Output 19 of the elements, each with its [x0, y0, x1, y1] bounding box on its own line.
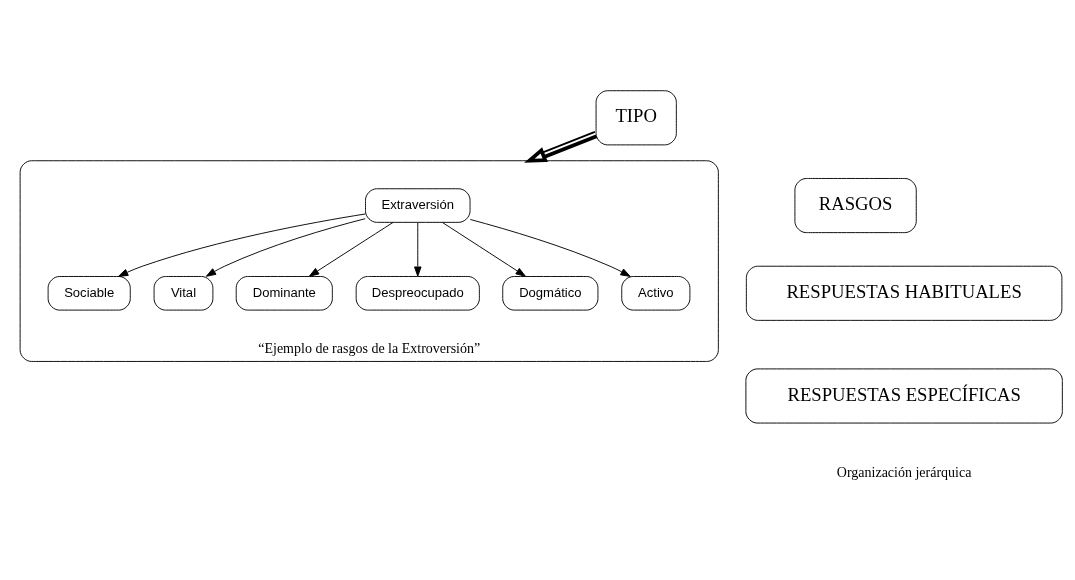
node-box: TIPO: [595, 89, 677, 145]
arrow: [414, 221, 422, 277]
arrow: [205, 217, 366, 277]
arrow: [308, 221, 394, 277]
node-box: Despreocupado: [355, 275, 480, 311]
node-box: Vital: [153, 275, 214, 311]
node-box: Extraversión: [365, 187, 471, 223]
label: Organización jerárquica: [836, 464, 972, 480]
node-box: Sociable: [47, 275, 131, 311]
arrow: [469, 218, 631, 277]
node-box: Dogmático: [502, 275, 599, 311]
arrow: [441, 221, 526, 277]
node-box: Activo: [621, 275, 691, 311]
arrow: [118, 212, 366, 277]
node-box: RESPUESTAS ESPECÍFICAS: [745, 367, 1063, 424]
node-box: RESPUESTAS HABITUALES: [745, 265, 1063, 321]
node-box: Dominante: [235, 275, 333, 311]
arrow: [524, 130, 598, 163]
node-box: RASGOS: [794, 177, 917, 233]
